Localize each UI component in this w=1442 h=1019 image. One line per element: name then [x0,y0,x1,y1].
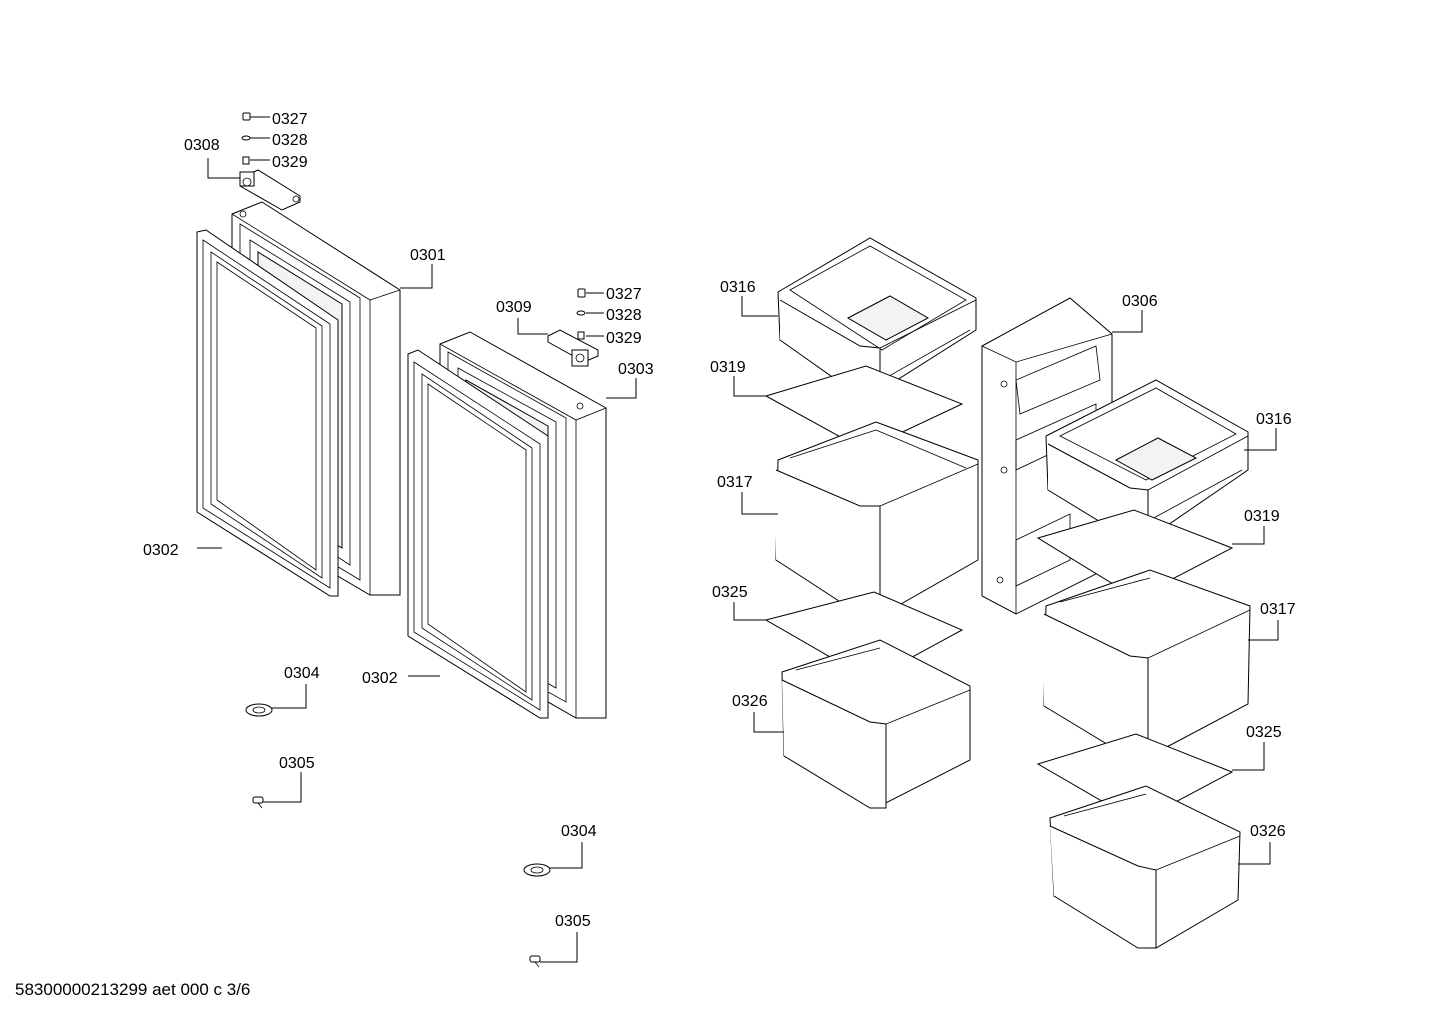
drawer-0326-right [1049,785,1241,949]
callout-0316-right: 0316 [1256,411,1292,428]
nut-0329-right [577,331,585,340]
drawer-0317-right [1043,569,1251,759]
leader-lines [197,116,1279,963]
callout-0305-right: 0305 [555,913,591,930]
screw-0305-right [529,955,541,968]
callout-0328-left: 0328 [272,132,308,149]
callout-0305-left: 0305 [279,755,315,772]
callout-0319-left: 0319 [710,359,746,376]
shelf-0319-left [764,365,964,451]
callout-0329-right: 0329 [606,330,642,347]
gasket-left-0302 [196,229,339,597]
callout-0317-left: 0317 [717,474,753,491]
drawer-0316-right [1045,379,1249,541]
callout-0304-right: 0304 [561,823,597,840]
callout-0306: 0306 [1122,293,1158,310]
callout-labels: 0327 0328 0329 0308 0301 0302 0309 0327 … [143,111,1296,930]
hinge-0308 [239,169,301,211]
callout-0325-left: 0325 [712,584,748,601]
callout-0326-right: 0326 [1250,823,1286,840]
hinge-0309 [547,329,599,367]
nut-0329-left [242,156,250,165]
callout-0316-left: 0316 [720,279,756,296]
bolt-0327-left [242,112,251,121]
washer-0328-right [576,310,586,316]
bushing-0304-right [523,863,551,877]
callout-0303: 0303 [618,361,654,378]
callout-0302-right: 0302 [362,670,398,687]
callout-0302-left: 0302 [143,542,179,559]
callout-0317-right: 0317 [1260,601,1296,618]
callout-0327-left: 0327 [272,111,308,128]
drawer-0317-left [775,421,979,617]
callout-0319-right: 0319 [1244,508,1280,525]
drawer-0326-left [781,639,971,809]
screw-0305-left [252,796,264,809]
callout-0329-left: 0329 [272,154,308,171]
gasket-right-0302 [407,349,549,719]
callout-0308: 0308 [184,137,220,154]
callout-0327-right: 0327 [606,286,642,303]
bolt-0327-right [577,288,586,298]
callout-0309: 0309 [496,299,532,316]
washer-0328-left [241,135,251,141]
callout-0326-left: 0326 [732,693,768,710]
callout-0304-left: 0304 [284,665,320,682]
shelf-0319-right [1036,509,1234,599]
callout-0301: 0301 [410,247,446,264]
callout-0325-right: 0325 [1246,724,1282,741]
document-id-footer: 58300000213299 aet 000 c 3/6 [15,980,251,999]
bushing-0304-left [245,703,273,717]
callout-0328-right: 0328 [606,307,642,324]
